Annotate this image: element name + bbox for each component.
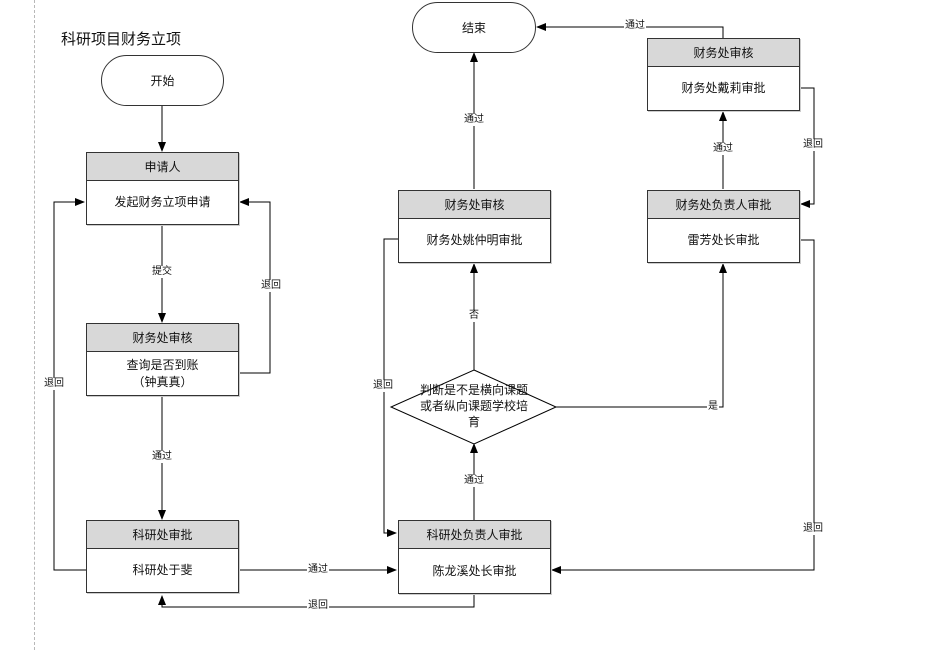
- edge-label-return: 退回: [372, 380, 394, 392]
- box-header: 财务处审核: [648, 39, 799, 67]
- edge-label-submit: 提交: [151, 266, 173, 278]
- finance-yao-box[interactable]: 财务处审核 财务处姚仲明审批: [398, 190, 551, 263]
- edge-label-pass: 通过: [307, 564, 329, 576]
- end-node[interactable]: 结束: [412, 2, 536, 53]
- box-header: 财务处负责人审批: [648, 191, 799, 219]
- applicant-box[interactable]: 申请人 发起财务立项申请: [86, 152, 239, 225]
- box-body: 发起财务立项申请: [114, 195, 211, 209]
- box-body: 财务处戴莉审批: [681, 81, 766, 95]
- edge-label-return: 退回: [307, 600, 329, 612]
- edge-label-return: 退回: [260, 280, 282, 292]
- swimlane-divider: [34, 0, 35, 650]
- edge-financehead-return-to-research-head: [551, 239, 815, 574]
- box-header: 财务处审核: [87, 324, 238, 352]
- decision-diamond: [389, 369, 558, 445]
- edge-decision-yes-to-financehead: [556, 263, 727, 408]
- edge-label-return: 退回: [802, 139, 824, 151]
- edge-label-pass: 通过: [151, 451, 173, 463]
- research-head-box[interactable]: 科研处负责人审批 陈龙溪处长审批: [398, 520, 551, 594]
- box-body: 雷芳处长审批: [687, 233, 760, 247]
- edge-label-no: 否: [468, 310, 480, 322]
- box-header: 科研处审批: [87, 521, 238, 549]
- research-office-box[interactable]: 科研处审批 科研处于斐: [86, 520, 239, 593]
- edge-label-pass: 通过: [463, 114, 485, 126]
- box-header: 申请人: [87, 153, 238, 181]
- finance-check-box[interactable]: 财务处审核 查询是否到账 （钟真真）: [86, 323, 239, 396]
- box-header: 科研处负责人审批: [399, 521, 550, 549]
- finance-head-box[interactable]: 财务处负责人审批 雷芳处长审批: [647, 190, 800, 263]
- edge-label-return: 退回: [802, 523, 824, 535]
- edge-label-pass: 通过: [712, 143, 734, 155]
- box-header: 财务处审核: [399, 191, 550, 219]
- decision-text: 判断是不是横向课题 或者纵向课题学校培 育: [419, 383, 528, 429]
- edge-dai-to-end: [536, 23, 724, 38]
- edge-label-pass: 通过: [624, 20, 646, 32]
- box-body: 财务处姚仲明审批: [426, 233, 523, 247]
- box-body: 查询是否到账 （钟真真）: [126, 357, 199, 389]
- edge-label-return: 退回: [43, 378, 65, 390]
- start-node[interactable]: 开始: [101, 55, 224, 106]
- box-body: 陈龙溪处长审批: [432, 563, 517, 578]
- finance-dai-box[interactable]: 财务处审核 财务处戴莉审批: [647, 38, 800, 111]
- box-body: 科研处于斐: [132, 563, 193, 577]
- edge-label-yes: 是: [707, 401, 719, 413]
- diagram-title: 科研项目财务立项: [61, 30, 182, 48]
- edge-label-pass: 通过: [463, 475, 485, 487]
